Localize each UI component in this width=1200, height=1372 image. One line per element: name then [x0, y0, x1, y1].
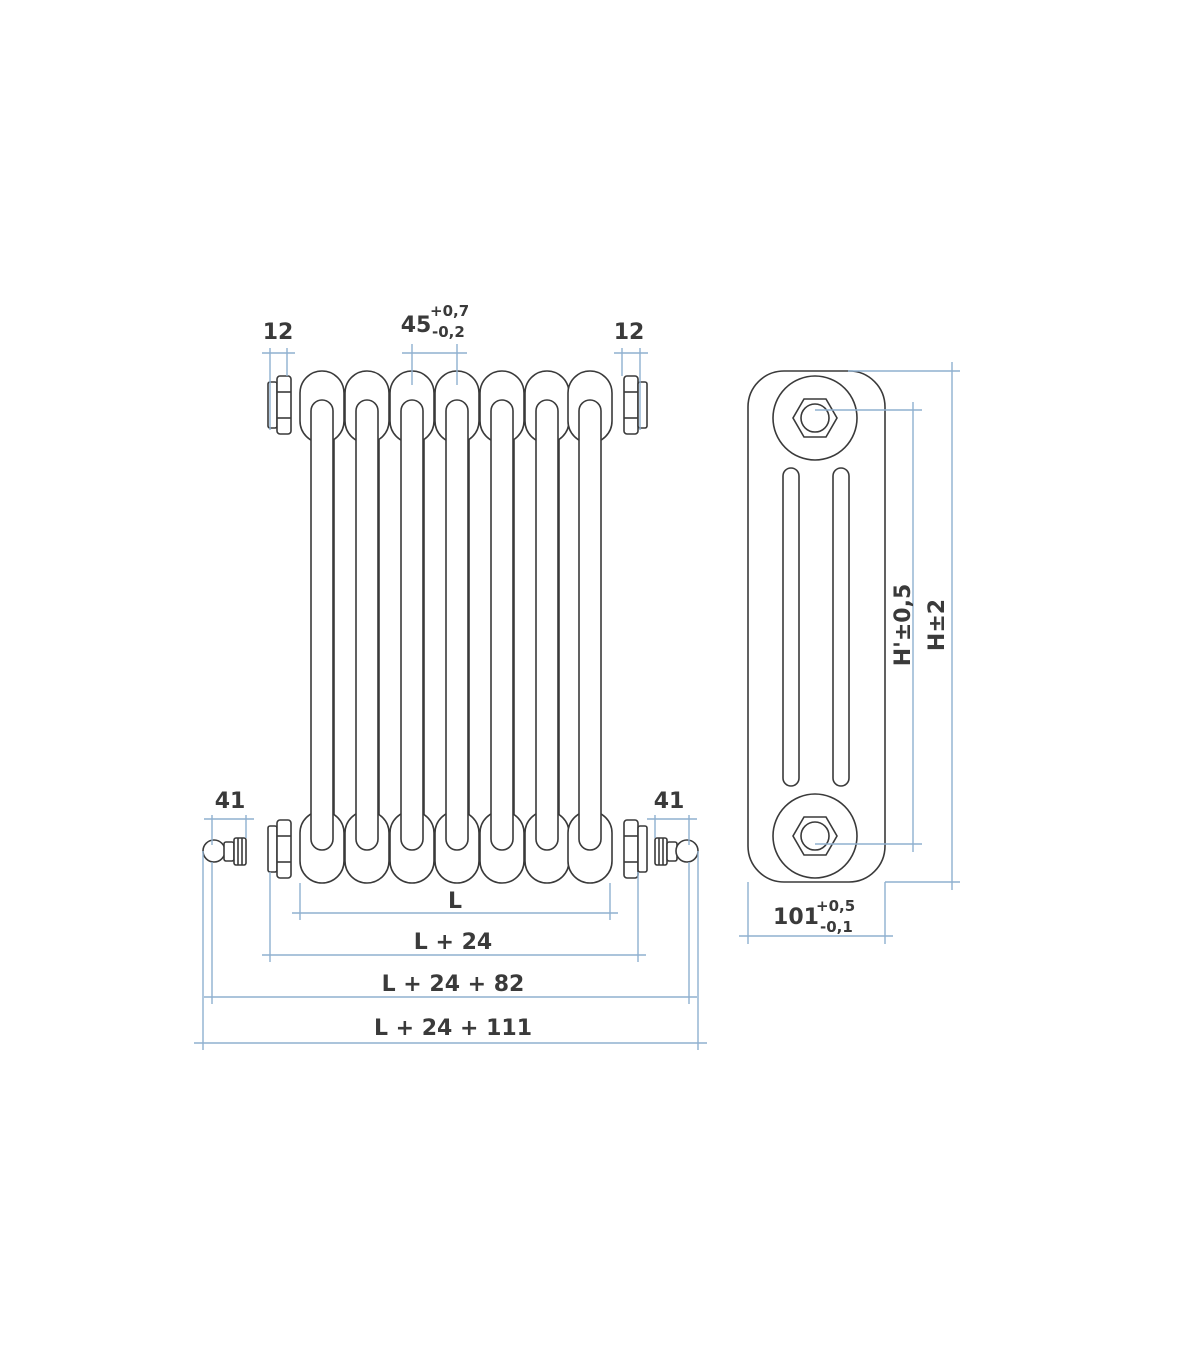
- dim-depth-minus: -0,1: [820, 918, 853, 936]
- left-slot: [782, 467, 800, 787]
- right-bottom-connector: [623, 819, 648, 879]
- dim-valve-left: 41: [215, 789, 246, 814]
- radiator-front-view: [202, 370, 699, 884]
- dim-length: L: [448, 889, 462, 914]
- dim-depth: 101: [773, 905, 819, 930]
- front-dimensions: 12 12 45 +0,7 -0,2 41 41 L L + 24: [194, 302, 707, 1050]
- left-valve: [202, 837, 247, 866]
- dim-column-pitch: 45: [401, 313, 432, 338]
- dim-length-24-82: L + 24 + 82: [382, 972, 525, 997]
- left-top-connector: [267, 375, 292, 435]
- dim-connector-right: 12: [614, 320, 645, 345]
- left-bottom-connector: [267, 819, 292, 879]
- dim-connector-left: 12: [263, 320, 294, 345]
- side-dimensions: H'±0,5 H±2 101 +0,5 -0,1: [739, 362, 960, 944]
- dim-column-pitch-minus: -0,2: [432, 323, 465, 341]
- dim-length-24-111: L + 24 + 111: [374, 1016, 532, 1041]
- dim-column-pitch-plus: +0,7: [430, 302, 469, 320]
- radiator-sections: [299, 370, 613, 884]
- dim-depth-plus: +0,5: [816, 897, 855, 915]
- dim-total-height: H±2: [925, 599, 950, 651]
- dim-valve-right: 41: [654, 789, 685, 814]
- dim-axis-height: H'±0,5: [891, 584, 916, 667]
- dim-length-24: L + 24: [414, 930, 492, 955]
- right-valve: [654, 837, 699, 866]
- right-slot: [832, 467, 850, 787]
- radiator-side-view: [747, 370, 886, 883]
- right-top-connector: [623, 375, 648, 435]
